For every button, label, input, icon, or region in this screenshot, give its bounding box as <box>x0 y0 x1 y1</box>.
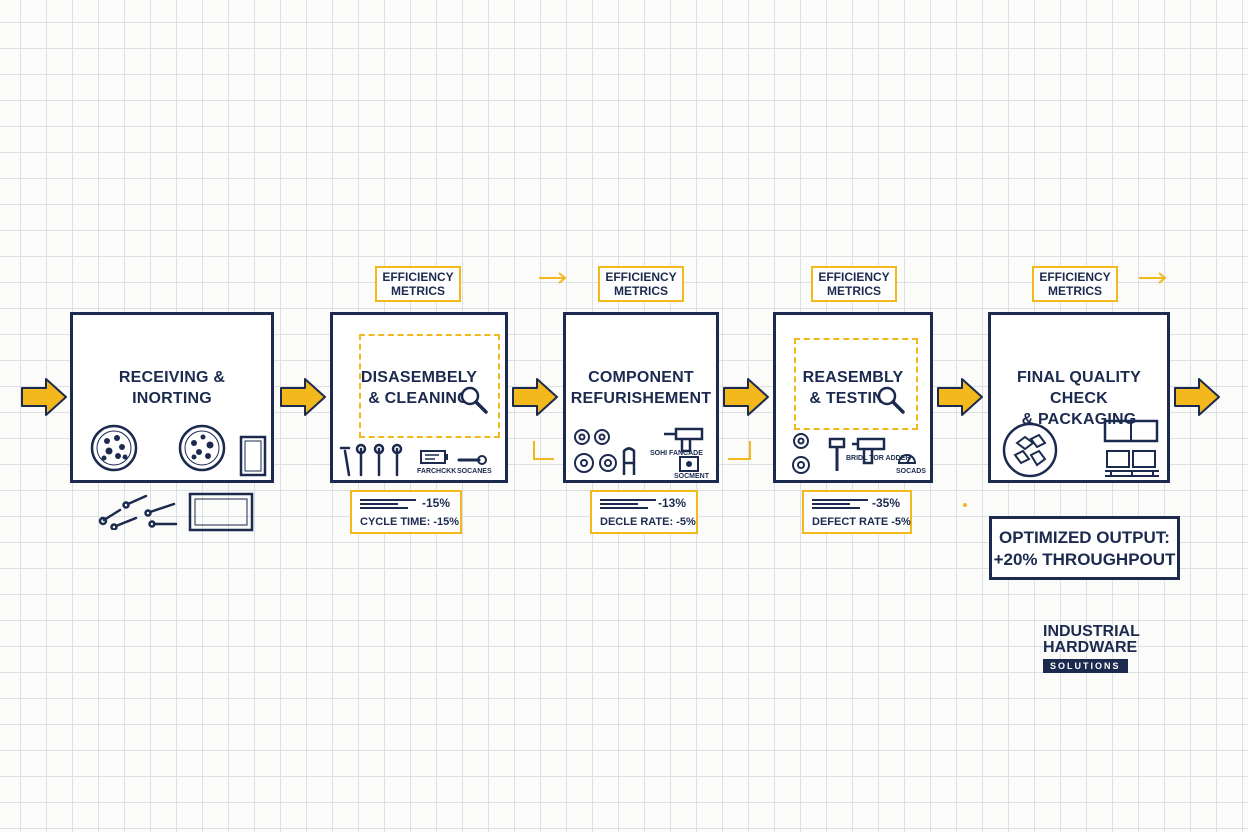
metric-bars-icon <box>600 498 660 510</box>
battery-pack-icon <box>420 450 448 464</box>
metric-label: DEFECT RATE -5% <box>812 516 911 528</box>
logo-line: HARDWARE <box>1043 639 1138 656</box>
logo-line: INDUSTRIAL <box>1043 623 1140 640</box>
inspected-parts-bowl-icon <box>1002 422 1058 478</box>
metric-label: DECLE RATE: -5% <box>600 516 696 528</box>
highlight-frame <box>794 338 918 430</box>
stage-title: REASEMBLY & TESTING <box>802 369 904 407</box>
pallet-icon <box>1105 450 1159 477</box>
bolt-icon <box>457 455 487 465</box>
stage-component-refurbishment[interactable]: COMPONENT REFURISHEMENT SOHI FANCADE SOC… <box>563 312 719 483</box>
package-box-icon <box>1103 419 1159 443</box>
metric-bars-icon <box>812 498 872 510</box>
clamp-icon <box>622 447 636 475</box>
flow-arrow-3 <box>723 378 769 416</box>
metric-value: -13% <box>657 496 686 510</box>
accent-arrow-icon <box>1139 272 1167 284</box>
metric-value: -15% <box>421 496 450 510</box>
stage-reassembly-testing[interactable]: REASEMBLY & TESTING BRIDL TOR ADDER SOCA… <box>773 312 933 483</box>
magnifier-icon <box>460 386 488 414</box>
flow-arrow-in <box>21 378 67 416</box>
tool-label: BRIDL TOR ADDER <box>846 455 911 462</box>
parts-bin-icon <box>90 424 138 472</box>
stage-receiving-sorting[interactable]: RECEIVING & INORTING <box>70 312 274 483</box>
parts-bin-icon <box>178 424 226 472</box>
highlight-frame <box>359 334 500 438</box>
flow-arrow-out <box>1174 378 1220 416</box>
metric-label: CYCLE TIME: -15% <box>360 516 460 528</box>
flow-arrow-4 <box>937 378 983 416</box>
gear-set-icon <box>574 429 617 473</box>
connector-bracket-icon <box>728 441 751 460</box>
metric-bars-icon <box>360 498 420 510</box>
efficiency-metrics-tag: EFFICIENCY METRICS <box>1032 266 1118 302</box>
machine-icon <box>679 456 699 472</box>
flow-arrow-1 <box>280 378 326 416</box>
metric-defect-rate: -35% DEFECT RATE -5% <box>802 490 912 534</box>
tray-icon <box>188 492 254 532</box>
logo-tagline: SOLUTIONS <box>1043 659 1128 673</box>
tool-label: SOCADS <box>896 468 926 475</box>
metric-cycle-time: -15% CYCLE TIME: -15% <box>350 490 462 534</box>
flow-arrow-2 <box>512 378 558 416</box>
drill-icon <box>852 437 886 465</box>
tool-label: SOCMENT <box>674 473 709 480</box>
tray-icon <box>239 435 267 477</box>
efficiency-metrics-tag: EFFICIENCY METRICS <box>598 266 684 302</box>
stage-title: RECEIVING & INORTING <box>118 369 226 407</box>
metric-decle-rate: -13% DECLE RATE: -5% <box>590 490 698 534</box>
gear-set-icon <box>792 433 810 474</box>
stage-disassembly-cleaning[interactable]: DISASEMBELY & CLEANING FARCHCKK SOCANES <box>330 312 508 483</box>
tool-label: SOHI FANCADE <box>650 450 703 457</box>
wrench-set-icon <box>339 443 403 477</box>
stage-final-quality-packaging[interactable]: FINAL QUALITY CHECK & PACKAGING <box>988 312 1170 483</box>
connector-bracket-icon <box>533 441 554 460</box>
spark-mark-icon <box>963 503 967 507</box>
metric-value: -35% <box>871 496 900 510</box>
company-logo: INDUSTRIAL HARDWARE SOLUTIONS <box>1043 624 1140 673</box>
stage-title: COMPONENT REFURISHEMENT <box>570 369 712 407</box>
drill-icon <box>664 427 704 453</box>
tool-label: FARCHCKK <box>417 468 457 475</box>
gauge-icon <box>897 454 917 464</box>
magnifier-icon <box>877 386 905 414</box>
tool-label: SOCANES <box>457 468 492 475</box>
bolt-icon <box>828 437 846 471</box>
wrench-set-icon <box>98 494 178 530</box>
optimized-output-box: OPTIMIZED OUTPUT: +20% THROUGHPOUT <box>989 516 1180 580</box>
efficiency-metrics-tag: EFFICIENCY METRICS <box>811 266 897 302</box>
stage-title: DISASEMBELY & CLEANING <box>360 369 478 407</box>
efficiency-metrics-tag: EFFICIENCY METRICS <box>375 266 461 302</box>
stage-title: FINAL QUALITY CHECK & PACKAGING <box>1016 369 1142 428</box>
accent-arrow-icon <box>539 272 567 284</box>
